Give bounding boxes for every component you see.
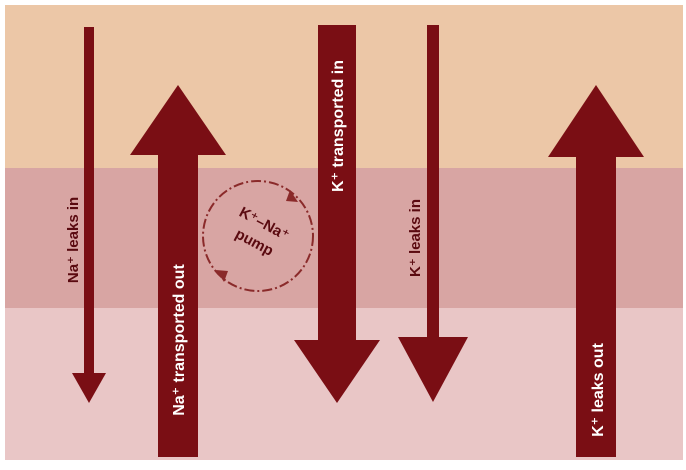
na-transported-out-arrow: Na⁺ transported out [130,85,226,457]
k-leaks-out-arrow: K⁺ leaks out [548,85,644,457]
circular-arrows-icon [202,180,314,292]
na-transported-out-label: Na⁺ transported out [171,264,188,416]
k-leaks-in-label: K⁺ leaks in [407,199,424,277]
k-transported-in-label: K⁺ transported in [330,60,347,192]
na-leaks-in-label: Na⁺ leaks in [65,197,82,283]
k-leaks-in-arrow: K⁺ leaks in [398,25,468,402]
k-transported-in-arrow: K⁺ transported in [294,25,380,403]
k-leaks-out-label: K⁺ leaks out [590,342,607,436]
na-leaks-in-arrow: Na⁺ leaks in [65,27,106,403]
